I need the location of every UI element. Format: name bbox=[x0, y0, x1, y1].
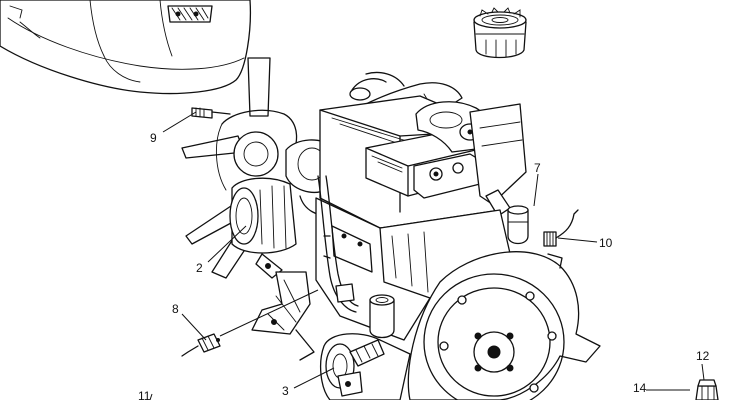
leader-10 bbox=[557, 237, 598, 243]
alternator bbox=[229, 177, 297, 279]
callout-2: 2 bbox=[196, 261, 203, 275]
cooling-fan bbox=[181, 57, 298, 279]
leader-2 bbox=[207, 225, 247, 263]
leader-8 bbox=[181, 313, 207, 341]
temperature-sender bbox=[191, 107, 231, 119]
starter-motor bbox=[319, 333, 411, 400]
callout-3: 3 bbox=[282, 384, 289, 398]
engine-block bbox=[315, 197, 513, 341]
flywheel-housing bbox=[407, 251, 601, 400]
leader-8b bbox=[219, 289, 319, 337]
callout-8: 8 bbox=[172, 302, 179, 316]
oil-filter bbox=[473, 7, 527, 59]
callout-10: 10 bbox=[599, 236, 613, 250]
leader-12 bbox=[701, 363, 705, 381]
callout-14: 14 bbox=[633, 381, 647, 395]
callout-9: 9 bbox=[150, 131, 157, 145]
dipstick-tube bbox=[317, 175, 359, 313]
oil-filler-cap bbox=[507, 205, 529, 245]
callout-7: 7 bbox=[534, 161, 541, 175]
callout-labels: 9 2 7 10 8 3 12 14 11 bbox=[138, 131, 710, 400]
callout-11: 11 bbox=[138, 389, 151, 400]
leader-11 bbox=[149, 393, 153, 400]
engine-mount-bracket bbox=[251, 271, 315, 361]
drain-bolt bbox=[695, 379, 719, 400]
callout-12: 12 bbox=[696, 349, 710, 363]
leader-lines bbox=[149, 111, 705, 400]
hose-clamp-detail bbox=[167, 5, 213, 23]
oil-pressure-sender bbox=[543, 209, 579, 247]
leader-3 bbox=[293, 367, 335, 389]
filter-element bbox=[369, 294, 395, 339]
leader-7 bbox=[533, 173, 539, 207]
leader-9 bbox=[162, 111, 197, 133]
water-pump-housing bbox=[469, 103, 527, 217]
sensor-switch bbox=[181, 333, 221, 357]
air-cleaner-housing bbox=[0, 0, 252, 95]
